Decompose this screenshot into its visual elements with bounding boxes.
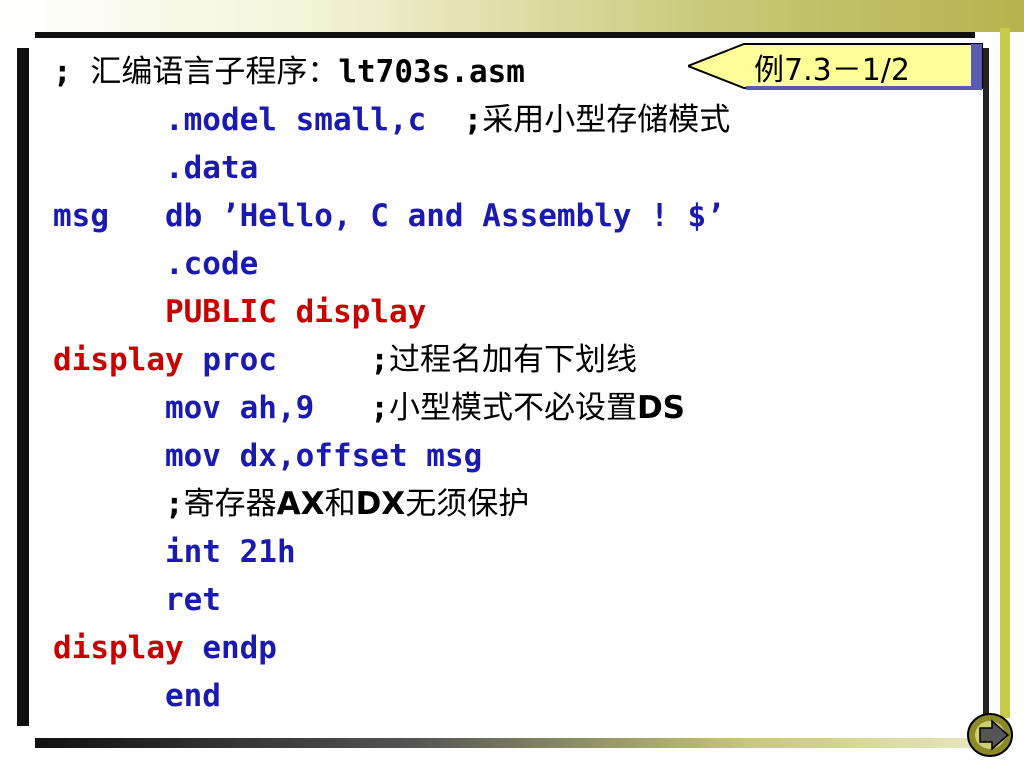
code-line: .data — [53, 144, 730, 192]
code-token: 无须保护 — [405, 486, 530, 522]
code-token — [53, 102, 165, 138]
forward-arrow-icon — [967, 713, 1013, 757]
code-token — [53, 246, 165, 282]
code-line: ret — [53, 576, 730, 624]
code-token: DS — [636, 390, 686, 426]
code-token: ; — [276, 342, 389, 378]
code-token — [53, 438, 165, 474]
code-token: 小型模式不必设置 — [388, 390, 637, 426]
left-dark-bar — [17, 48, 29, 726]
code-token — [53, 534, 165, 570]
code-line: mov dx,offset msg — [53, 432, 730, 480]
code-token: lt703s.asm — [338, 54, 525, 90]
right-yellow-bar — [1000, 28, 1010, 718]
code-line: msg db ’Hello, C and Assembly ! $’ — [53, 192, 730, 240]
code-token: DX — [355, 486, 406, 522]
code-token: 汇编语言子程序： — [90, 54, 339, 90]
code-token: ; — [426, 102, 483, 138]
code-token: int 21h — [164, 534, 296, 570]
code-token: end — [164, 678, 221, 714]
code-token: ret — [164, 582, 221, 618]
code-token — [53, 678, 165, 714]
code-token: display — [53, 342, 184, 378]
code-line: end — [53, 672, 730, 720]
code-line: PUBLIC display — [53, 288, 730, 336]
example-tag: 例7.3－1/2 — [688, 42, 984, 90]
code-listing: ; 汇编语言子程序：lt703s.asm .model small,c ;采用小… — [53, 48, 730, 720]
code-line: display proc ;过程名加有下划线 — [53, 336, 730, 384]
code-line: mov ah,9 ;小型模式不必设置DS — [53, 384, 730, 432]
code-token: AX — [276, 486, 325, 522]
code-line: display endp — [53, 624, 730, 672]
code-token — [53, 294, 165, 330]
code-token: 采用小型存储模式 — [482, 102, 731, 138]
bottom-gradient-bar — [35, 738, 985, 748]
code-token: proc — [183, 342, 277, 378]
code-token: PUBLIC display — [164, 294, 427, 330]
code-token: .model small,c — [164, 102, 427, 138]
code-token: ; — [53, 54, 91, 90]
tag-shape-icon — [688, 43, 983, 90]
next-slide-button[interactable] — [966, 711, 1018, 759]
code-token: 过程名加有下划线 — [388, 342, 637, 378]
code-token: 和 — [324, 486, 356, 522]
code-line: ; 汇编语言子程序：lt703s.asm — [53, 48, 730, 96]
code-token: ; — [53, 486, 184, 522]
code-token: msg db ’Hello, C and Assembly ! $’ — [53, 198, 725, 234]
code-line: .code — [53, 240, 730, 288]
code-token — [53, 150, 165, 186]
code-token — [53, 390, 165, 426]
code-token: endp — [183, 630, 277, 666]
code-line: int 21h — [53, 528, 730, 576]
code-line: .model small,c ;采用小型存储模式 — [53, 96, 730, 144]
top-gradient-bar — [0, 0, 1024, 32]
code-token: .data — [164, 150, 259, 186]
code-token: ; — [314, 390, 389, 426]
code-token: mov dx,offset msg — [164, 438, 483, 474]
example-tag-label: 例7.3－1/2 — [754, 53, 910, 88]
top-dark-rule — [35, 32, 975, 38]
code-token: .code — [164, 246, 259, 282]
code-token — [53, 582, 165, 618]
code-token: display — [53, 630, 184, 666]
code-token: mov ah,9 — [164, 390, 315, 426]
code-line: ;寄存器AX和DX无须保护 — [53, 480, 730, 528]
code-token: 寄存器 — [183, 486, 277, 522]
right-dark-bar — [983, 48, 989, 748]
